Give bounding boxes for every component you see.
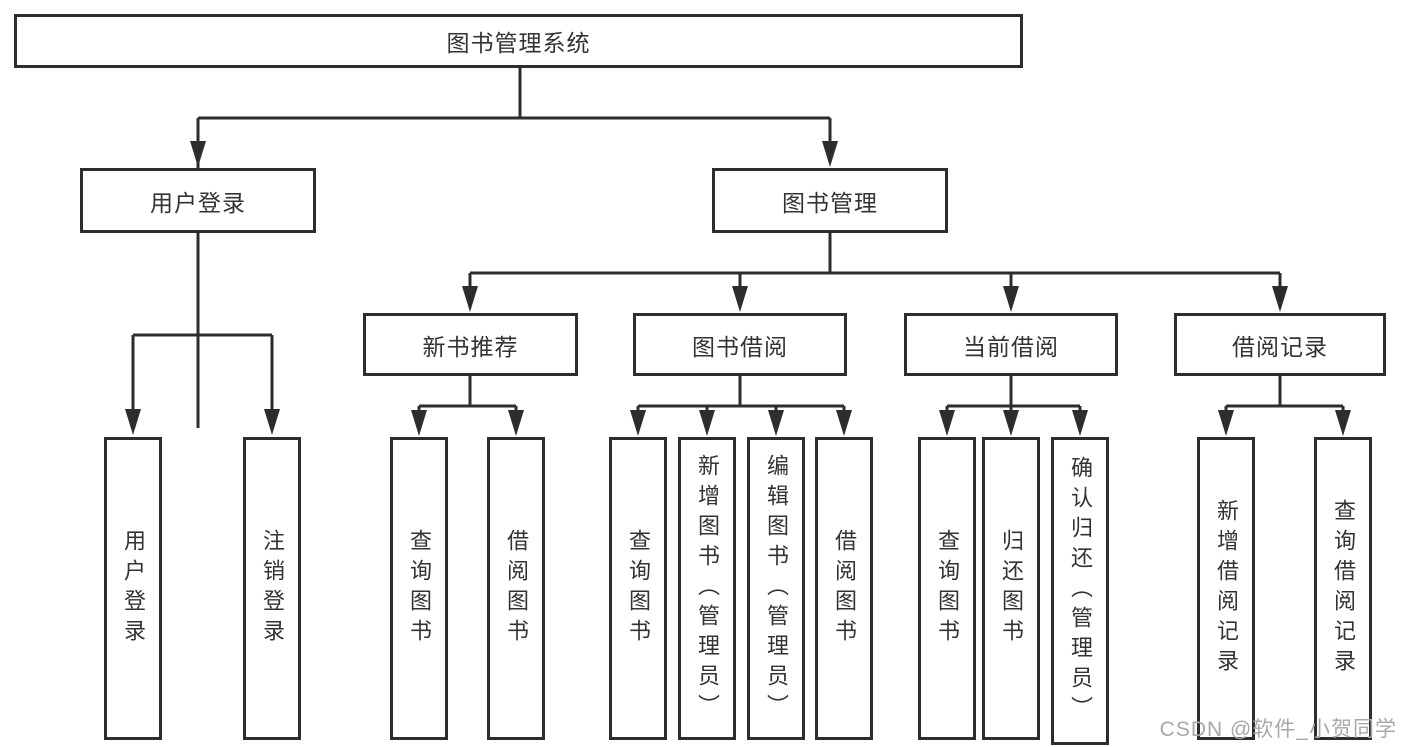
leaf-add-books-admin: 新增图书（管理员） — [678, 437, 736, 740]
node-new-book-recommend: 新书推荐 — [363, 313, 578, 376]
leaf-query-books-borrow: 查询图书 — [609, 437, 667, 740]
leaf-add-borrow-record: 新增借阅记录 — [1197, 437, 1255, 740]
leaf-borrow-books: 借阅图书 — [815, 437, 873, 740]
node-book-management: 图书管理 — [712, 168, 948, 233]
node-current-borrowing: 当前借阅 — [904, 313, 1118, 376]
leaf-query-books-recommend: 查询图书 — [390, 437, 448, 740]
node-user-login: 用户登录 — [80, 168, 316, 233]
leaf-confirm-return-admin: 确认归还（管理员） — [1051, 437, 1109, 745]
leaf-query-books-current: 查询图书 — [918, 437, 976, 740]
leaf-edit-books-admin: 编辑图书（管理员） — [747, 437, 805, 740]
leaf-user-login: 用户登录 — [104, 437, 162, 740]
node-library-system: 图书管理系统 — [14, 14, 1023, 68]
node-book-borrowing: 图书借阅 — [633, 313, 847, 376]
leaf-borrow-books-recommend: 借阅图书 — [487, 437, 545, 740]
leaf-query-borrow-record: 查询借阅记录 — [1314, 437, 1372, 740]
watermark: CSDN @软件_小贺同学 — [1159, 718, 1397, 741]
leaf-return-books: 归还图书 — [982, 437, 1040, 740]
leaf-logout: 注销登录 — [243, 437, 301, 740]
node-borrow-records: 借阅记录 — [1174, 313, 1386, 376]
